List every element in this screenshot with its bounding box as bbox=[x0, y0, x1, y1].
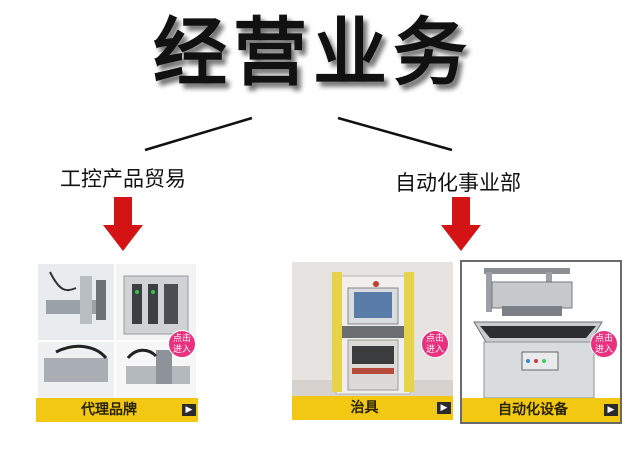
left-branch-line bbox=[144, 116, 253, 152]
card-fixtures[interactable]: 点击 进入 治具 ▶ bbox=[292, 262, 453, 420]
page-title: 经营业务 bbox=[153, 10, 473, 96]
enter-badge[interactable]: 点击 进入 bbox=[168, 330, 196, 358]
branch-lines bbox=[144, 116, 453, 152]
badge-line-2: 进入 bbox=[425, 345, 444, 355]
enter-badge[interactable]: 点击 进入 bbox=[421, 330, 449, 358]
badge-line-2: 进入 bbox=[594, 345, 613, 355]
card-agency-brands[interactable]: 点击 进入 代理品牌 ▶ bbox=[36, 262, 198, 422]
badge-line-1: 点击 bbox=[594, 334, 613, 344]
branch-label-trade: 工控产品贸易 bbox=[60, 167, 186, 191]
caption-bar bbox=[462, 398, 620, 422]
play-arrow-icon[interactable]: ▶ bbox=[604, 404, 618, 416]
card-caption[interactable]: 代理品牌 bbox=[81, 402, 137, 418]
play-arrow-icon[interactable]: ▶ bbox=[437, 402, 451, 414]
card-caption[interactable]: 治具 bbox=[350, 400, 379, 416]
branch-label-automation: 自动化事业部 bbox=[395, 171, 521, 195]
caption-bar bbox=[36, 398, 198, 422]
agency-products-image bbox=[38, 264, 196, 398]
card-automation-equipment[interactable]: 点击 进入 自动化设备 ▶ bbox=[460, 260, 622, 424]
right-branch-line bbox=[337, 116, 453, 152]
enter-badge[interactable]: 点击 进入 bbox=[590, 330, 618, 358]
badge-line-1: 点击 bbox=[425, 334, 444, 344]
badge-line-1: 点击 bbox=[172, 334, 191, 344]
card-caption[interactable]: 自动化设备 bbox=[498, 402, 568, 418]
caption-bar bbox=[292, 396, 453, 420]
down-arrow-icon bbox=[103, 197, 143, 251]
down-arrow-icon bbox=[441, 197, 481, 251]
badge-line-2: 进入 bbox=[172, 345, 191, 355]
play-arrow-icon[interactable]: ▶ bbox=[182, 404, 196, 416]
